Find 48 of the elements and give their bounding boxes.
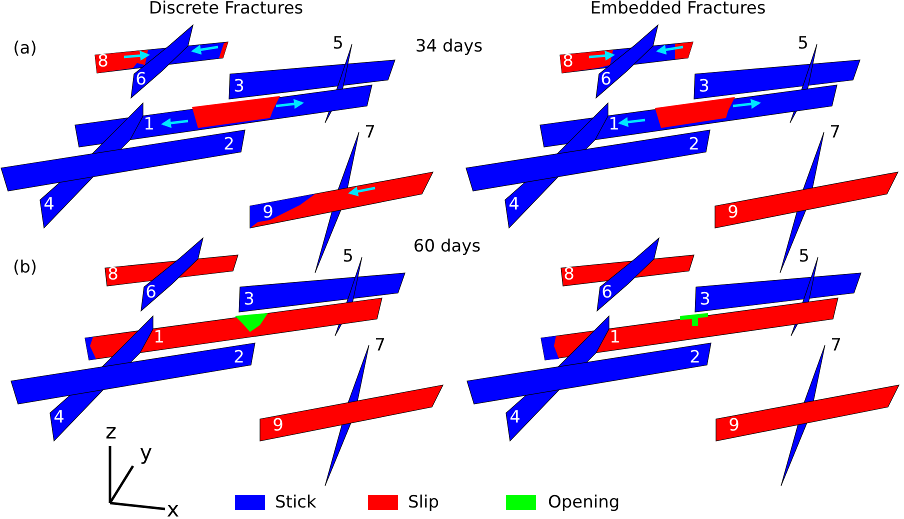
fracture-number: 8: [564, 266, 574, 284]
legend-label: Stick: [275, 494, 316, 512]
fracture-number: 1: [608, 116, 620, 134]
fracture-number: 4: [510, 410, 520, 426]
fracture-number: 7: [830, 338, 842, 354]
column-title: Discrete Fractures: [148, 0, 304, 18]
legend-label: Opening: [548, 494, 620, 512]
time-label: 34 days: [415, 38, 483, 56]
fracture-number: 8: [98, 54, 108, 70]
fracture-number: 2: [690, 350, 700, 366]
fracture-number: 3: [700, 292, 710, 308]
axis-label: y: [140, 442, 152, 464]
fracture-number: 9: [728, 204, 738, 222]
axis-label: z: [105, 422, 117, 442]
fracture-number: 9: [272, 418, 284, 434]
fracture-number: 1: [154, 330, 164, 346]
fracture-number: 8: [108, 266, 118, 284]
fracture-number: 6: [600, 72, 612, 88]
fracture-number: 7: [830, 124, 840, 142]
legend-label: Slip: [408, 494, 440, 512]
fracture-number: 4: [508, 196, 520, 214]
fracture-number: 5: [798, 36, 808, 52]
fracture-number: 3: [234, 78, 244, 96]
time-label: 60 days: [413, 238, 481, 256]
fracture-number: 1: [144, 116, 154, 134]
panel-label: (b): [12, 260, 38, 276]
fracture-number: 7: [364, 124, 376, 142]
axis-label: x: [166, 500, 180, 519]
panel-label: (a): [13, 40, 37, 58]
fracture-number: 9: [728, 418, 740, 434]
fracture-number: 7: [374, 338, 386, 354]
fracture-number: 5: [332, 36, 344, 52]
fracture-number: 3: [698, 78, 710, 96]
fracture-number: 6: [146, 284, 156, 302]
fracture-number: 8: [562, 54, 574, 70]
column-title: Embedded Fractures: [590, 0, 766, 18]
fracture-number: 2: [234, 350, 244, 366]
fracture-number: 1: [610, 330, 620, 346]
fracture-number: 4: [54, 410, 64, 426]
fracture-number: 5: [798, 248, 810, 266]
fracture-number: 2: [688, 136, 700, 154]
fracture-number: 5: [342, 248, 354, 266]
fracture-number: 9: [262, 204, 274, 222]
fracture-number: 6: [602, 284, 612, 302]
fracture-number: 4: [44, 196, 54, 214]
fracture-number: 3: [244, 292, 254, 308]
fracture-number: 6: [136, 72, 146, 88]
fracture-number: 2: [224, 136, 234, 154]
